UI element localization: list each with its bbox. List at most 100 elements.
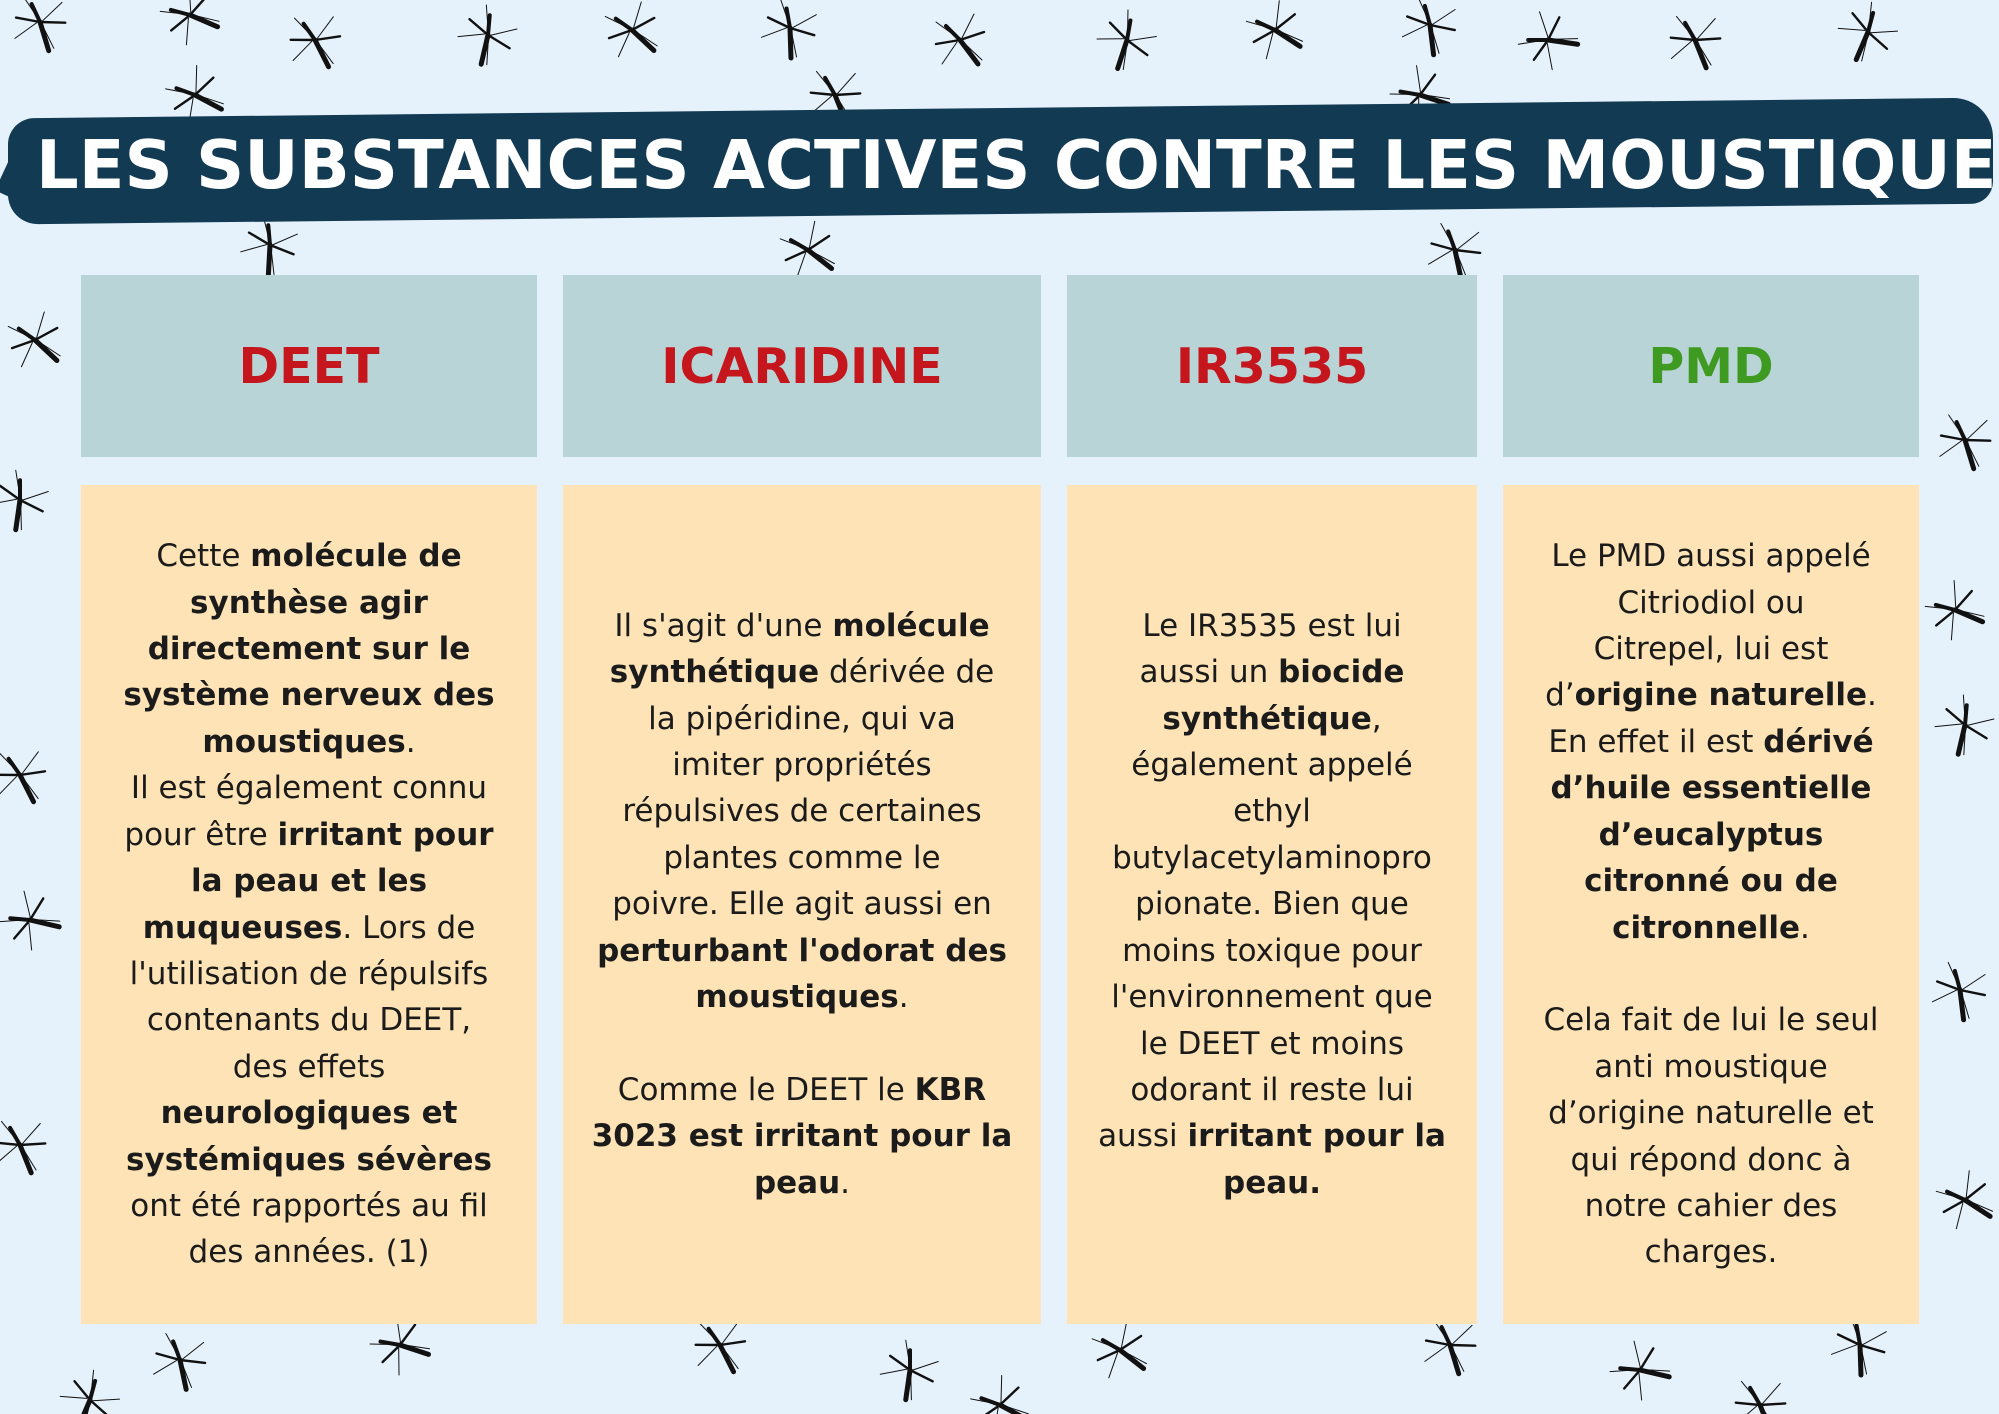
- text-line: aussi un biocide: [1098, 649, 1446, 695]
- bold-text: origine naturelle: [1574, 677, 1868, 714]
- text-line: systémiques sévères: [123, 1137, 494, 1183]
- text-line: directement sur le: [123, 626, 494, 672]
- bold-text: KBR: [914, 1071, 987, 1108]
- bold-text: synthétique: [1162, 700, 1372, 737]
- text-line: synthétique dérivée de: [592, 649, 1013, 695]
- text-line: perturbant l'odorat des: [592, 928, 1013, 974]
- text-line: En effet il est dérivé: [1543, 719, 1878, 765]
- text: .: [1867, 677, 1877, 714]
- text-line: ont été rapportés au fil: [123, 1183, 494, 1229]
- text: des années. (1): [188, 1234, 430, 1271]
- bold-text: neurologiques et: [160, 1095, 458, 1132]
- text-line: Citrepel, lui est: [1543, 626, 1878, 672]
- text-line: poivre. Elle agit aussi en: [592, 881, 1013, 927]
- text-line: pionate. Bien que: [1098, 881, 1446, 927]
- text: notre cahier des: [1584, 1187, 1838, 1224]
- bold-text: muqueuses: [142, 909, 343, 946]
- text-line: butylacetylaminopro: [1098, 835, 1446, 881]
- text: dérivée de: [819, 654, 995, 691]
- text: anti moustique: [1594, 1048, 1828, 1085]
- text-line: Cela fait de lui le seul: [1543, 997, 1878, 1043]
- text: Le IR3535 est lui: [1142, 607, 1402, 644]
- text-line: anti moustique: [1543, 1044, 1878, 1090]
- text-line: qui répond donc à: [1543, 1137, 1878, 1183]
- text-line: synthétique,: [1098, 696, 1446, 742]
- column-header-ir3535: IR3535: [1067, 275, 1477, 457]
- text-line: la pipéridine, qui va: [592, 696, 1013, 742]
- text-line: [1543, 951, 1878, 997]
- text: butylacetylaminopro: [1112, 839, 1432, 876]
- text-line: peau.: [592, 1160, 1013, 1206]
- text: l'environnement que: [1111, 979, 1433, 1016]
- text-line: d’huile essentielle: [1543, 765, 1878, 811]
- text: l'utilisation de répulsifs: [129, 955, 489, 992]
- text: Cela fait de lui le seul: [1543, 1002, 1879, 1039]
- text-line: des effets: [123, 1044, 494, 1090]
- column-title: ICARIDINE: [661, 337, 943, 395]
- text-line: Il est également connu: [123, 765, 494, 811]
- bold-text: la peau et les: [190, 863, 428, 900]
- text-line: citronné ou de: [1543, 858, 1878, 904]
- text: des effets: [232, 1048, 386, 1085]
- text: ethyl: [1233, 793, 1311, 830]
- bold-text: synthèse agir: [190, 584, 428, 621]
- text-line: muqueuses. Lors de: [123, 905, 494, 951]
- text: Citriodiol ou: [1617, 584, 1805, 621]
- text-line: Le PMD aussi appelé: [1543, 533, 1878, 579]
- text-line: contenants du DEET,: [123, 997, 494, 1043]
- text-line: aussi irritant pour la: [1098, 1113, 1446, 1159]
- bold-text: perturbant l'odorat des: [597, 932, 1007, 969]
- text: d’origine naturelle et: [1548, 1095, 1874, 1132]
- text: la pipéridine, qui va: [648, 700, 956, 737]
- column-title: PMD: [1648, 337, 1774, 395]
- text-line: la peau et les: [123, 858, 494, 904]
- text: aussi un: [1139, 654, 1279, 691]
- text: pour être: [124, 816, 278, 853]
- text: imiter propriétés: [672, 747, 932, 784]
- bold-text: moustiques: [695, 979, 899, 1016]
- text-line: plantes comme le: [592, 835, 1013, 881]
- bold-text: irritant pour: [277, 816, 494, 853]
- text: également appelé: [1131, 747, 1413, 784]
- text: contenants du DEET,: [146, 1002, 472, 1039]
- text-line: d’origine naturelle.: [1543, 672, 1878, 718]
- text-line: Le IR3535 est lui: [1098, 603, 1446, 649]
- bold-text: moustiques: [202, 723, 406, 760]
- text-line: peau.: [1098, 1160, 1446, 1206]
- text-line: répulsives de certaines: [592, 788, 1013, 834]
- text: ont été rapportés au fil: [130, 1187, 488, 1224]
- text-line: odorant il reste lui: [1098, 1067, 1446, 1113]
- text-line: d’origine naturelle et: [1543, 1090, 1878, 1136]
- text-line: d’eucalyptus: [1543, 812, 1878, 858]
- text-line: ethyl: [1098, 788, 1446, 834]
- bold-text: système nerveux des: [123, 677, 495, 714]
- bold-text: citronnelle: [1612, 909, 1800, 946]
- bold-text: molécule de: [250, 538, 462, 575]
- bold-text: peau: [753, 1164, 841, 1201]
- column-title: DEET: [238, 337, 380, 395]
- text-line: moustiques.: [123, 719, 494, 765]
- text: Il est également connu: [130, 770, 488, 807]
- text-line: moustiques.: [592, 974, 1013, 1020]
- text: poivre. Elle agit aussi en: [612, 886, 992, 923]
- text: .: [405, 723, 416, 760]
- text: le DEET et moins: [1139, 1025, 1404, 1062]
- column-title: IR3535: [1175, 337, 1369, 395]
- text-line: Citriodiol ou: [1543, 580, 1878, 626]
- bold-text: d’eucalyptus: [1598, 816, 1824, 853]
- text: .: [840, 1164, 851, 1201]
- text-line: neurologiques et: [123, 1090, 494, 1136]
- text: aussi: [1098, 1118, 1188, 1155]
- text-line: l'utilisation de répulsifs: [123, 951, 494, 997]
- text: qui répond donc à: [1570, 1141, 1852, 1178]
- text-line: pour être irritant pour: [123, 812, 494, 858]
- bold-text: systémiques sévères: [126, 1141, 492, 1178]
- text: moins toxique pour: [1122, 932, 1422, 969]
- text: .: [898, 979, 909, 1016]
- text-line: également appelé: [1098, 742, 1446, 788]
